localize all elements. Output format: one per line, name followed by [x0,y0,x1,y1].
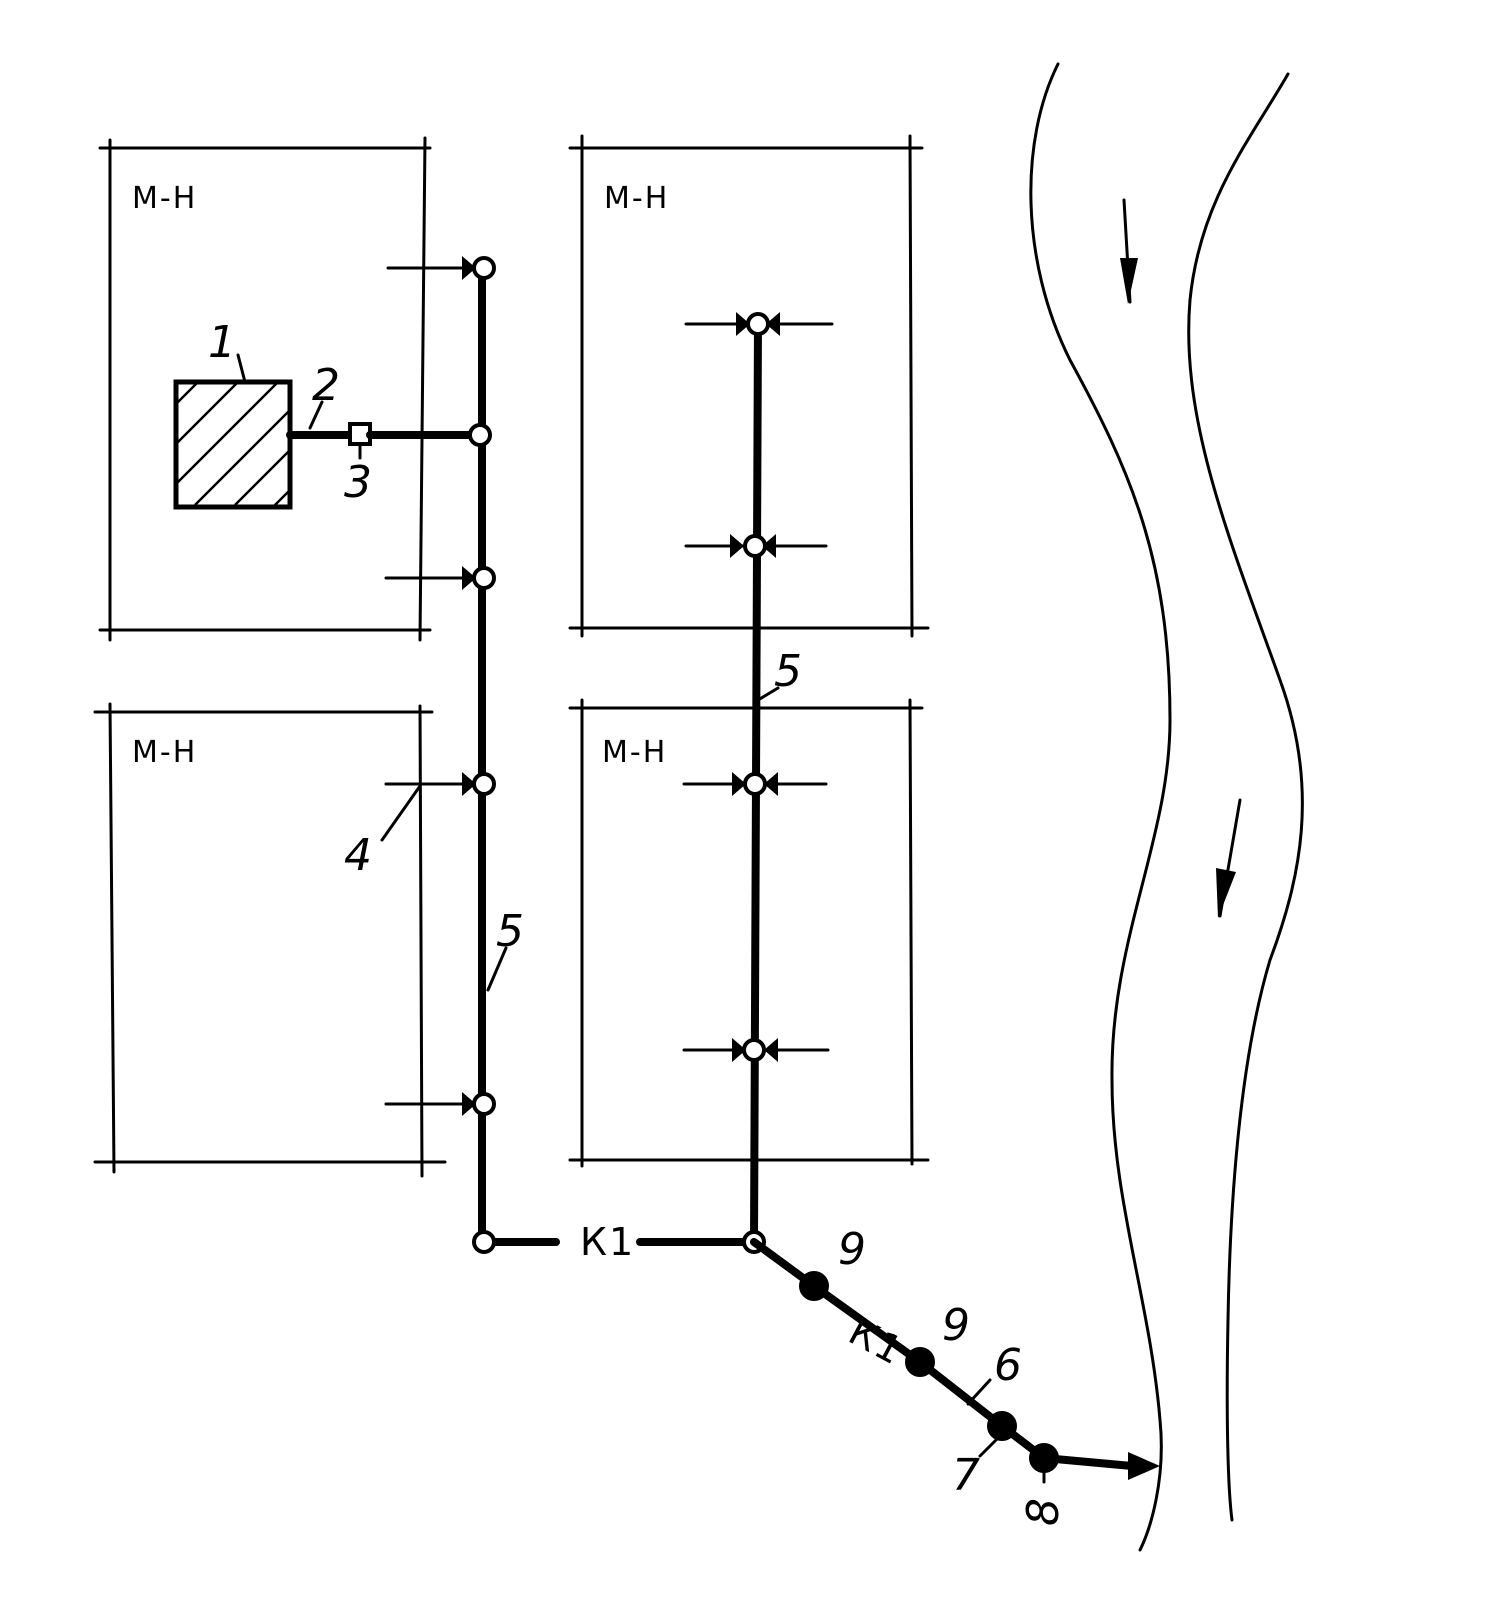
pipe-label-k1: К1 [580,1220,635,1264]
building: 1 [173,317,293,510]
outfall-collector: 9 К1 9 6 7 8 [750,1224,1160,1526]
manhole [746,312,770,336]
callout-5: 5 [496,906,524,957]
leader-1 [236,353,247,384]
river [1029,62,1304,1552]
discharge-arrow [1128,1452,1160,1480]
treatment-unit [799,1271,829,1301]
leader-5 [756,686,780,702]
callout-3: 3 [344,457,372,508]
right-street-sewer: 5 [682,312,834,1254]
plot-label: М-Н [602,735,667,770]
callout-9: 9 [838,1224,866,1275]
river-bank-right [1187,72,1304,1522]
manhole [472,256,496,280]
manhole [743,534,767,558]
treatment-unit [905,1347,935,1377]
outlet-chamber [1029,1443,1059,1473]
callout-4: 4 [344,830,372,881]
leader-4 [380,784,422,842]
leader-7 [978,1438,998,1458]
plot-label: М-Н [604,181,669,216]
plot-top-right: М-Н [568,134,930,638]
treatment-unit [987,1411,1017,1441]
manhole [472,1230,496,1254]
left-street-sewer: К1 4 5 [344,256,756,1264]
callout-1: 1 [208,317,236,368]
callout-7: 7 [952,1450,980,1501]
plot-bottom-left: М-Н [93,702,447,1178]
plot-label: М-Н [132,735,197,770]
manhole [468,423,492,447]
callout-9: 9 [942,1300,970,1351]
callout-6: 6 [994,1340,1022,1391]
leader-2 [308,400,324,430]
plot-top-left: М-Н [98,136,432,642]
pipe-label-k1: К1 [842,1309,911,1374]
flow-direction-arrow [1120,198,1138,304]
leader-6 [966,1378,992,1406]
plot-label: М-Н [132,181,197,216]
flow-direction-arrow [1216,798,1242,918]
leader-5 [486,946,508,992]
yard-connection [384,566,476,590]
manhole [742,1038,766,1062]
building-outlet: 2 3 [286,360,476,508]
river-bank-left [1029,62,1172,1552]
manhole [743,772,767,796]
callout-5: 5 [774,646,802,697]
yard-connection [386,256,476,280]
manhole [472,1092,496,1116]
callout-8: 8 [1018,1498,1069,1526]
plot-bottom-right: М-Н [568,698,930,1168]
yard-connection [384,1092,476,1116]
yard-connection: 4 [344,772,476,881]
callout-2: 2 [312,360,340,411]
manhole [472,772,496,796]
manhole [472,566,496,590]
